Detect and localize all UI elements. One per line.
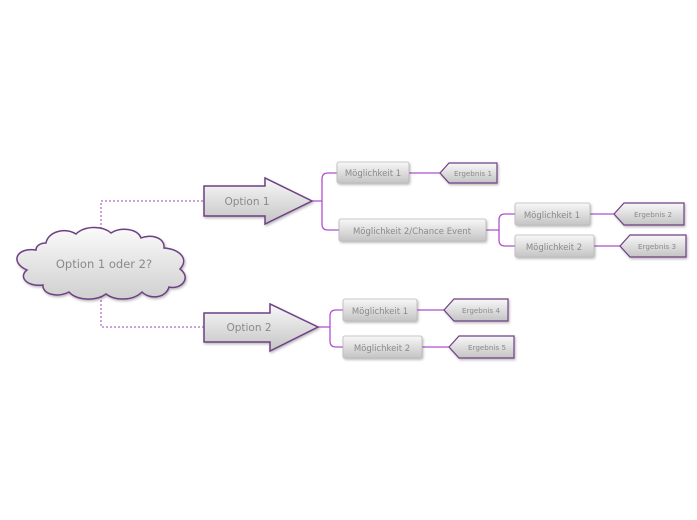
option-1-label: Option 1 xyxy=(224,196,269,208)
option-2-possibility-node-1[interactable]: Möglichkeit 1 xyxy=(342,298,418,322)
result-tag-shape xyxy=(448,335,515,359)
possibility-box xyxy=(338,218,487,242)
possibility-box xyxy=(514,202,591,226)
possibility-node-2-chance-event[interactable]: Möglichkeit 2/Chance Event xyxy=(338,218,487,242)
root-cloud-node[interactable]: Option 1 oder 2? xyxy=(16,226,186,300)
connector-option1-branches xyxy=(312,172,339,231)
possibility-label: Möglichkeit 1 xyxy=(352,307,408,317)
possibility-label: Möglichkeit 2 xyxy=(526,243,582,253)
result-node-5[interactable]: Ergebnis 5 xyxy=(448,335,515,359)
result-node-3[interactable]: Ergebnis 3 xyxy=(619,234,687,258)
option-2-node[interactable]: Option 2 xyxy=(203,302,320,353)
option-1-arrow-shape xyxy=(203,176,314,226)
possibility-label: Möglichkeit 2/Chance Event xyxy=(353,227,472,237)
result-label: Ergebnis 5 xyxy=(468,343,506,352)
result-node-1[interactable]: Ergebnis 1 xyxy=(439,162,498,184)
option-2-arrow-shape xyxy=(203,302,320,353)
possibility-box xyxy=(514,234,595,258)
result-tag-shape xyxy=(619,234,687,258)
connector-root-option1 xyxy=(100,200,204,233)
result-label: Ergebnis 3 xyxy=(638,242,676,251)
possibility-box xyxy=(336,161,410,184)
result-tag-shape xyxy=(439,162,498,184)
connectors xyxy=(100,172,620,348)
option-2-label: Option 2 xyxy=(226,322,271,334)
result-tag-shape xyxy=(443,298,509,322)
possibility-label: Möglichkeit 1 xyxy=(345,169,401,179)
possibility-label: Möglichkeit 2 xyxy=(354,344,410,354)
result-node-2[interactable]: Ergebnis 2 xyxy=(613,202,685,226)
result-node-4[interactable]: Ergebnis 4 xyxy=(443,298,509,322)
connector-option2-branches xyxy=(318,309,343,348)
root-label: Option 1 oder 2? xyxy=(56,257,152,271)
possibility-label: Möglichkeit 1 xyxy=(524,211,580,221)
connector-root-option2 xyxy=(100,296,204,328)
cloud-shape xyxy=(16,226,186,300)
result-label: Ergebnis 4 xyxy=(462,306,500,315)
possibility-node-1[interactable]: Möglichkeit 1 xyxy=(336,161,410,184)
result-tag-shape xyxy=(613,202,685,226)
possibility-box xyxy=(342,298,418,322)
connector-chance-branches xyxy=(486,213,515,247)
result-label: Ergebnis 1 xyxy=(454,169,492,178)
option-1-node[interactable]: Option 1 xyxy=(203,176,314,226)
chance-possibility-node-1[interactable]: Möglichkeit 1 xyxy=(514,202,591,226)
chance-possibility-node-2[interactable]: Möglichkeit 2 xyxy=(514,234,595,258)
possibility-box xyxy=(342,335,423,359)
option-2-possibility-node-2[interactable]: Möglichkeit 2 xyxy=(342,335,423,359)
result-label: Ergebnis 2 xyxy=(634,210,672,219)
